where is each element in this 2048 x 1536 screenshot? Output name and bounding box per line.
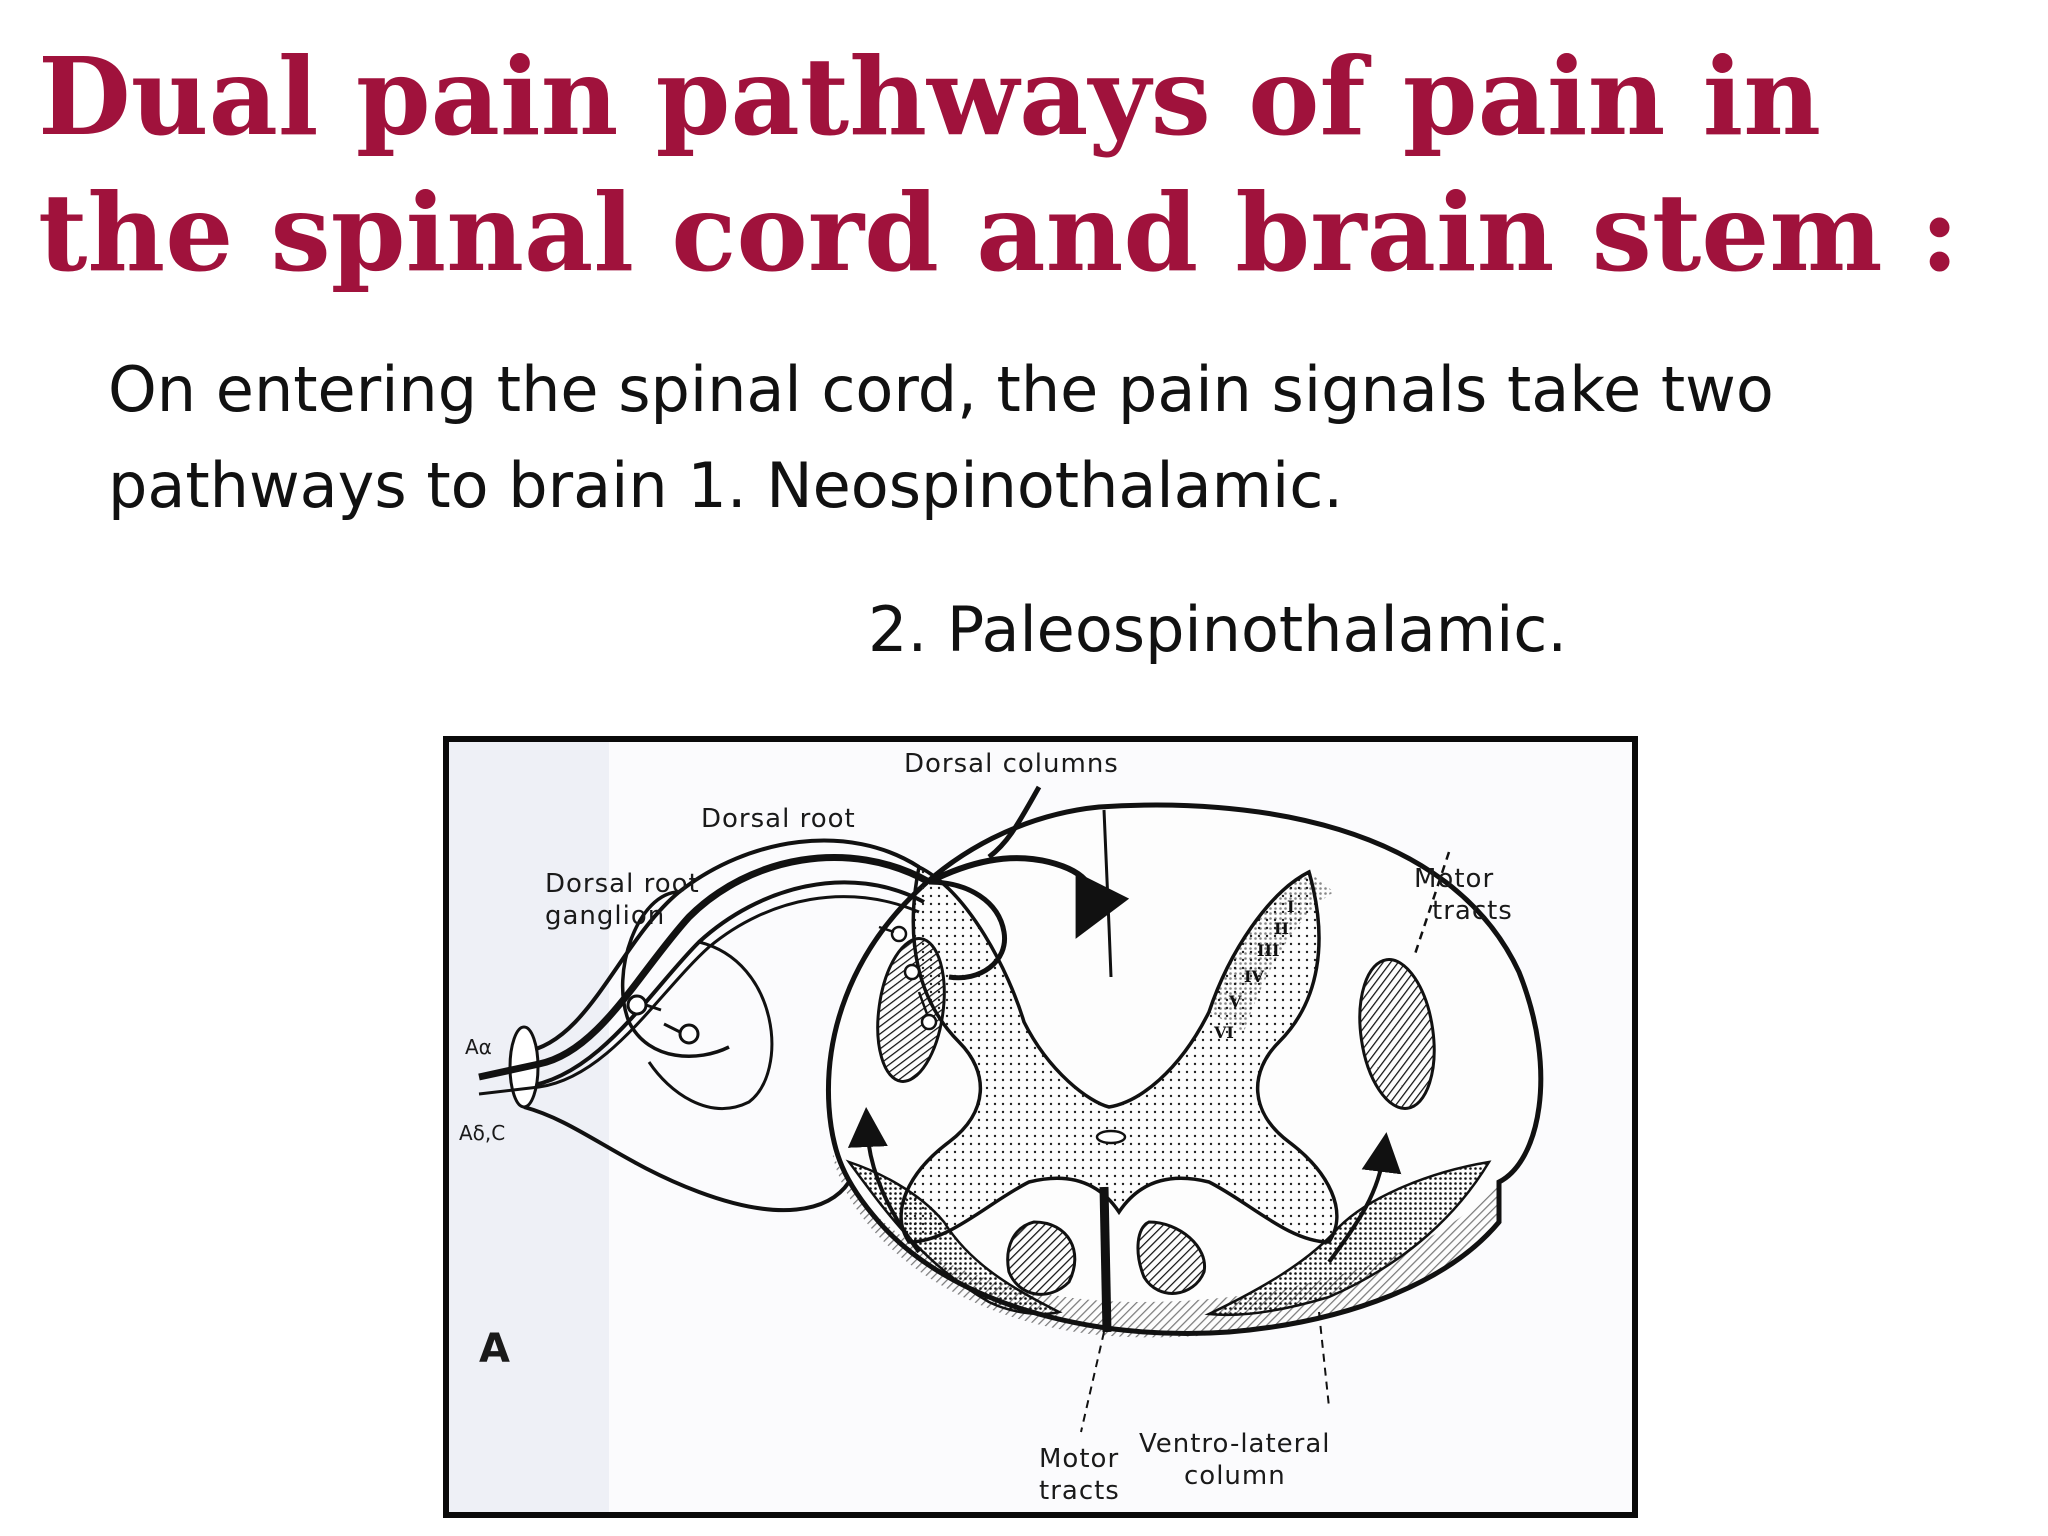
ventral-motor-tract-right	[1136, 1220, 1206, 1295]
title-line-2: the spinal cord and brain stem :	[38, 171, 1960, 296]
collateral-hook	[928, 879, 1007, 981]
ascending-arrow-right	[1327, 1132, 1402, 1264]
label-dorsal-columns: Dorsal columns	[904, 749, 1119, 779]
ganglion-cells	[626, 994, 700, 1045]
ventral-root-lower	[523, 1105, 851, 1213]
lamina-I: I	[1287, 897, 1294, 916]
label-drg-line1: Dorsal root	[545, 869, 700, 899]
ganglion-loop	[620, 890, 730, 1058]
paper-shade	[449, 742, 609, 1512]
spinal-cord-svg: I II III IV V VI	[449, 742, 1544, 1512]
spinal-cord-diagram: I II III IV V VI	[443, 736, 1638, 1518]
label-dorsal-root: Dorsal root	[701, 804, 856, 834]
lamina-II: II	[1274, 919, 1289, 938]
root-inner-loop	[647, 940, 774, 1110]
leader-motor-bottom	[1080, 1331, 1105, 1433]
gray-matter	[899, 864, 1339, 1244]
dorsal-horn-neurons	[878, 925, 938, 1031]
lamina-III: III	[1257, 941, 1279, 960]
lamina-V: V	[1228, 992, 1242, 1011]
dorsal-columns-pointer	[987, 785, 1042, 859]
slide-title: Dual pain pathways of pain in the spinal…	[38, 30, 2028, 302]
label-a-delta-c: Aδ,C	[459, 1121, 505, 1145]
lamina-VI: VI	[1213, 1023, 1234, 1042]
label-panel-a: A	[479, 1326, 510, 1372]
body-line-2: pathways to brain 1. Neospinothalamic.	[108, 449, 1344, 522]
body-paragraph: On entering the spinal cord, the pain si…	[108, 342, 2008, 534]
lamina-IV: IV	[1244, 967, 1264, 986]
label-motor-bottom-line2: tracts	[1039, 1476, 1120, 1506]
label-ventrolateral-line2: column	[1184, 1461, 1286, 1491]
label-drg-line2: ganglion	[545, 901, 665, 931]
label-a-alpha: Aα	[465, 1035, 492, 1059]
ascending-arrow-left	[847, 1107, 921, 1254]
body-line-1: On entering the spinal cord, the pain si…	[108, 353, 1774, 426]
dorsal-column-entry-arrow	[927, 855, 1130, 939]
label-ventrolateral-line1: Ventro-lateral	[1139, 1429, 1331, 1459]
pathway-item-two: 2. Paleospinothalamic.	[868, 593, 1568, 666]
ventral-median-fissure	[1099, 1186, 1112, 1333]
leader-motor-top	[1412, 851, 1451, 958]
central-canal	[1095, 1129, 1127, 1145]
label-motor-top-line2: tracts	[1432, 896, 1513, 926]
lateral-motor-tract-right	[1358, 958, 1436, 1110]
a-delta-c-fiber	[478, 895, 920, 1096]
label-motor-top-line1: Motor	[1414, 864, 1494, 894]
ventral-motor-tract-left	[1006, 1220, 1077, 1296]
lateral-motor-tract-left	[876, 937, 946, 1083]
dorsal-root-outer-upper	[523, 838, 921, 1054]
ventrolateral-column-right	[1204, 1160, 1492, 1317]
a-alpha-fiber	[478, 854, 931, 1081]
lamina-labels: I II III IV V VI	[1213, 897, 1294, 1042]
label-motor-bottom-line1: Motor	[1039, 1444, 1119, 1474]
lamina-band-right	[1209, 872, 1334, 1032]
leader-ventrolateral	[1318, 1311, 1330, 1408]
title-line-1: Dual pain pathways of pain in	[38, 35, 1822, 160]
